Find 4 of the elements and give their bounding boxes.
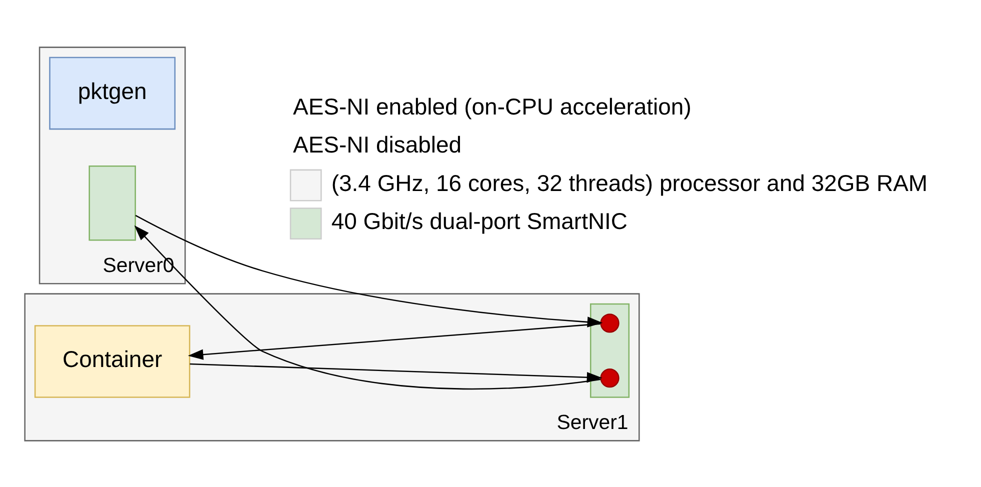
label: AES-NI enabled (on-CPU acceleration) <box>292 92 691 119</box>
legend-label: (3.4 GHz, 16 cores, 32 threads) processor and 32GB RAM <box>330 169 928 196</box>
label: AES-NI disabled <box>292 131 462 158</box>
legend-label: 40 Gbit/s dual-port SmartNIC <box>330 208 628 234</box>
